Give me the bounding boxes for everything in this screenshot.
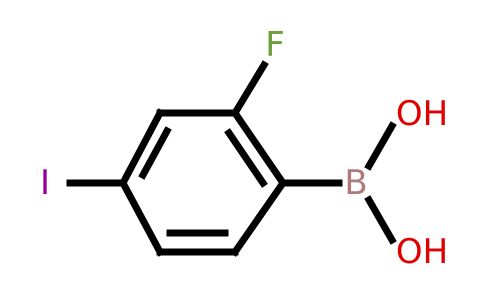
- fluorine-atom-label: F: [265, 25, 285, 65]
- ring-bond-c4-c5: [118, 178, 165, 257]
- bond-c2-fluorine: [230, 60, 269, 118]
- boron-atom-label: B: [344, 163, 367, 203]
- hydroxyl-top-label: OH: [396, 94, 448, 134]
- ring-bond-c1-c2: [230, 108, 288, 188]
- ring-bond-c6-c1: [230, 178, 288, 257]
- ring-inner-bond-c3-c4: [138, 126, 172, 180]
- bond-boron-oh-top: [364, 121, 397, 171]
- bond-boron-oh-bottom: [364, 195, 397, 245]
- iodine-atom-label: I: [40, 163, 50, 203]
- ring-bond-c3-c4: [118, 108, 165, 188]
- ring-inner-bond-c1-c2: [224, 128, 268, 188]
- hydroxyl-bottom-label: OH: [396, 232, 448, 272]
